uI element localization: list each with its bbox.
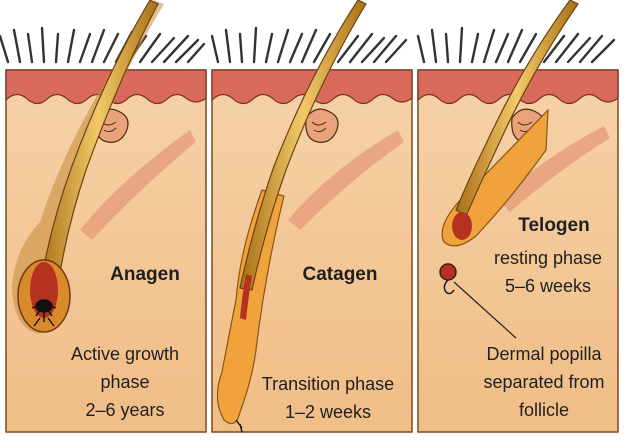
telogen-callout-line-1: Dermal popilla [486, 344, 602, 364]
panel-anagen [0, 0, 207, 433]
surface-hairs [210, 26, 408, 64]
anagen-title: Anagen [110, 264, 180, 285]
catagen-caption-line-1: Transition phase [261, 374, 395, 394]
dermal-papilla [439, 263, 457, 281]
regressing-follicle [216, 189, 285, 425]
anagen-caption-line-1: Active growth [70, 344, 180, 364]
callout-line [453, 281, 517, 339]
hair-shaft [239, 0, 367, 291]
dermal-papilla [31, 299, 57, 327]
panel-catagen [210, 0, 413, 433]
surface-hairs [416, 26, 616, 64]
arrector-muscle [288, 130, 404, 230]
telogen-caption-line-1: resting phase [493, 248, 603, 268]
hair-shaft [455, 0, 579, 217]
panel-telogen [416, 0, 619, 433]
arrector-muscle [80, 130, 196, 240]
dermal-papilla [235, 419, 243, 433]
catagen-caption-line-2: 1–2 weeks [284, 402, 372, 422]
catagen-title: Catagen [302, 264, 378, 285]
telogen-caption-line-2: 5–6 weeks [504, 276, 592, 296]
telogen-title: Telogen [518, 215, 590, 236]
arrector-muscle [498, 126, 610, 212]
surface-hairs [0, 26, 206, 64]
sebaceous-gland [305, 108, 339, 143]
anagen-caption-line-3: 2–6 years [85, 400, 165, 420]
anagen-caption-line-2: phase [100, 372, 150, 392]
telogen-callout-line-2: separated from [483, 372, 605, 392]
club-follicle [441, 108, 549, 247]
telogen-callout-line-3: follicle [518, 400, 570, 420]
